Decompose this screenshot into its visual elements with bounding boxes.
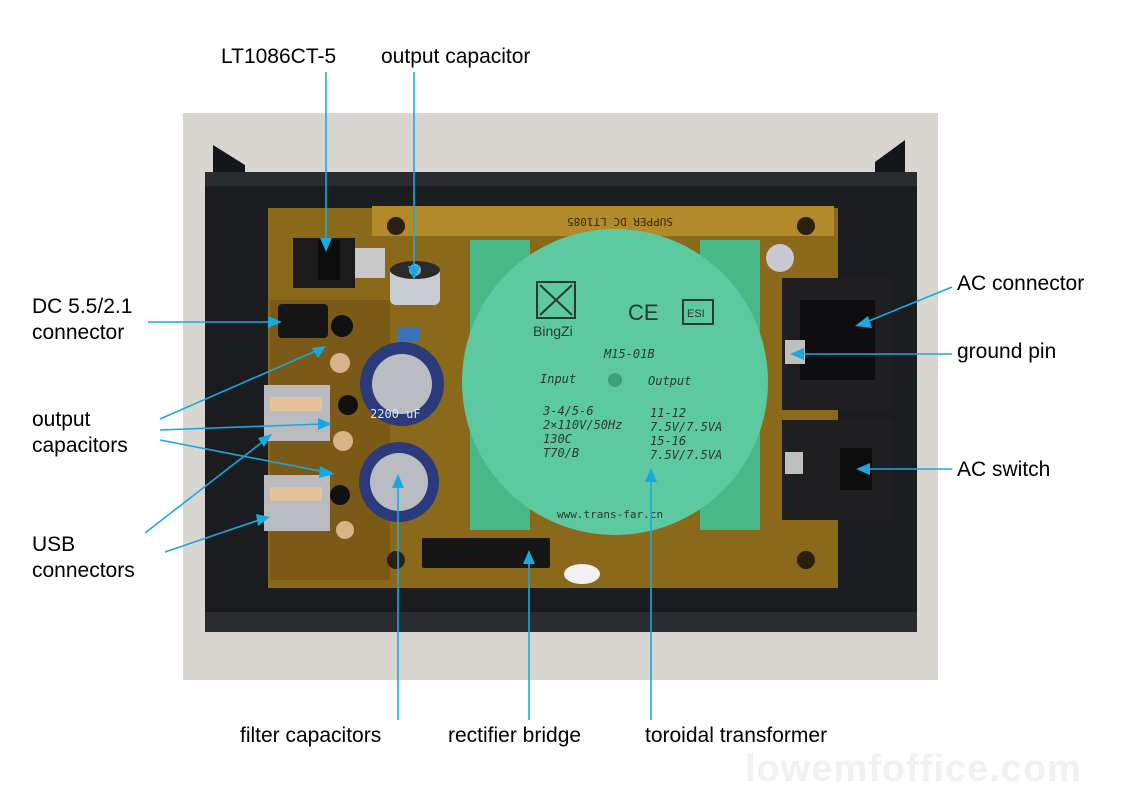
transformer-model: M15-01B (603, 347, 655, 361)
label-toroidal-transformer: toroidal transformer (645, 724, 828, 747)
output-line: 7.5V/7.5VA (650, 420, 722, 434)
label-output-capacitor: output capacitor (381, 45, 531, 68)
label-ac-connector: AC connector (957, 272, 1085, 295)
watermark: lowemfoffice.com (745, 748, 1082, 790)
label-lt1086: LT1086CT-5 (221, 45, 337, 68)
label-output-capacitors-line2: capacitors (32, 434, 128, 457)
label-usb-connectors: USB connectors (32, 532, 135, 584)
cap-marking: 2200 uF (370, 407, 421, 421)
output-line: 7.5V/7.5VA (650, 448, 722, 462)
label-ac-switch: AC switch (957, 458, 1051, 481)
bingzi-logo-icon (536, 281, 576, 319)
input-title: Input (540, 372, 576, 386)
fuse-cap (766, 244, 794, 272)
label-dc-connector: DC 5.5/2.1 connector (32, 294, 132, 346)
leader-usb-1 (144, 439, 266, 534)
input-line: 3-4/5-6 (542, 404, 594, 418)
leader-ac-connector (863, 286, 953, 324)
mount-hole (387, 551, 405, 569)
dc-jack (278, 304, 328, 338)
ac-connector-housing (782, 278, 892, 410)
leader-output-capacitors-1 (159, 349, 319, 420)
mount-hole (797, 551, 815, 569)
transformer-brand: BingZi (533, 323, 573, 339)
leader-usb-2 (164, 518, 263, 553)
leader-output-capacitors-3 (159, 439, 326, 473)
esi-mark: ESI (687, 308, 705, 320)
label-output-capacitors: output capacitors (32, 407, 128, 459)
arrowheads (256, 238, 872, 564)
usb-connectors (264, 385, 330, 531)
output-title: Output (648, 374, 691, 388)
label-dc-connector-line1: DC 5.5/2.1 (32, 295, 133, 318)
mount-hole (797, 217, 815, 235)
input-line: 130C (543, 432, 573, 446)
leader-lines (144, 72, 953, 720)
board-silkscreen: SUPPER DC LT1085 (567, 215, 673, 228)
mount-hole (387, 217, 405, 235)
input-line: 2×110V/50Hz (543, 418, 622, 432)
label-rectifier-bridge: rectifier bridge (448, 724, 582, 747)
label-output-capacitors-line1: output (32, 408, 91, 431)
leader-output-capacitors-2 (159, 423, 323, 431)
label-usb-connectors-line1: USB (32, 533, 76, 556)
output-line: 11-12 (650, 406, 686, 420)
label-filter-capacitors: filter capacitors (240, 724, 382, 747)
output-line: 15-16 (650, 434, 686, 448)
transformer-website: www.trans-far.cn (557, 508, 663, 521)
toroidal-transformer: BingZi CE ESI M15-01B Input Output 3-4/5… (462, 229, 768, 535)
label-usb-connectors-line2: connectors (32, 559, 135, 582)
input-line: T70/B (543, 446, 579, 460)
rectifier-bridge-part (422, 538, 600, 584)
ac-switch-housing (782, 420, 892, 520)
label-ground-pin: ground pin (957, 340, 1057, 363)
ce-mark: CE (628, 300, 659, 325)
small-output-capacitors (330, 315, 420, 539)
label-dc-connector-line2: connector (32, 321, 125, 344)
